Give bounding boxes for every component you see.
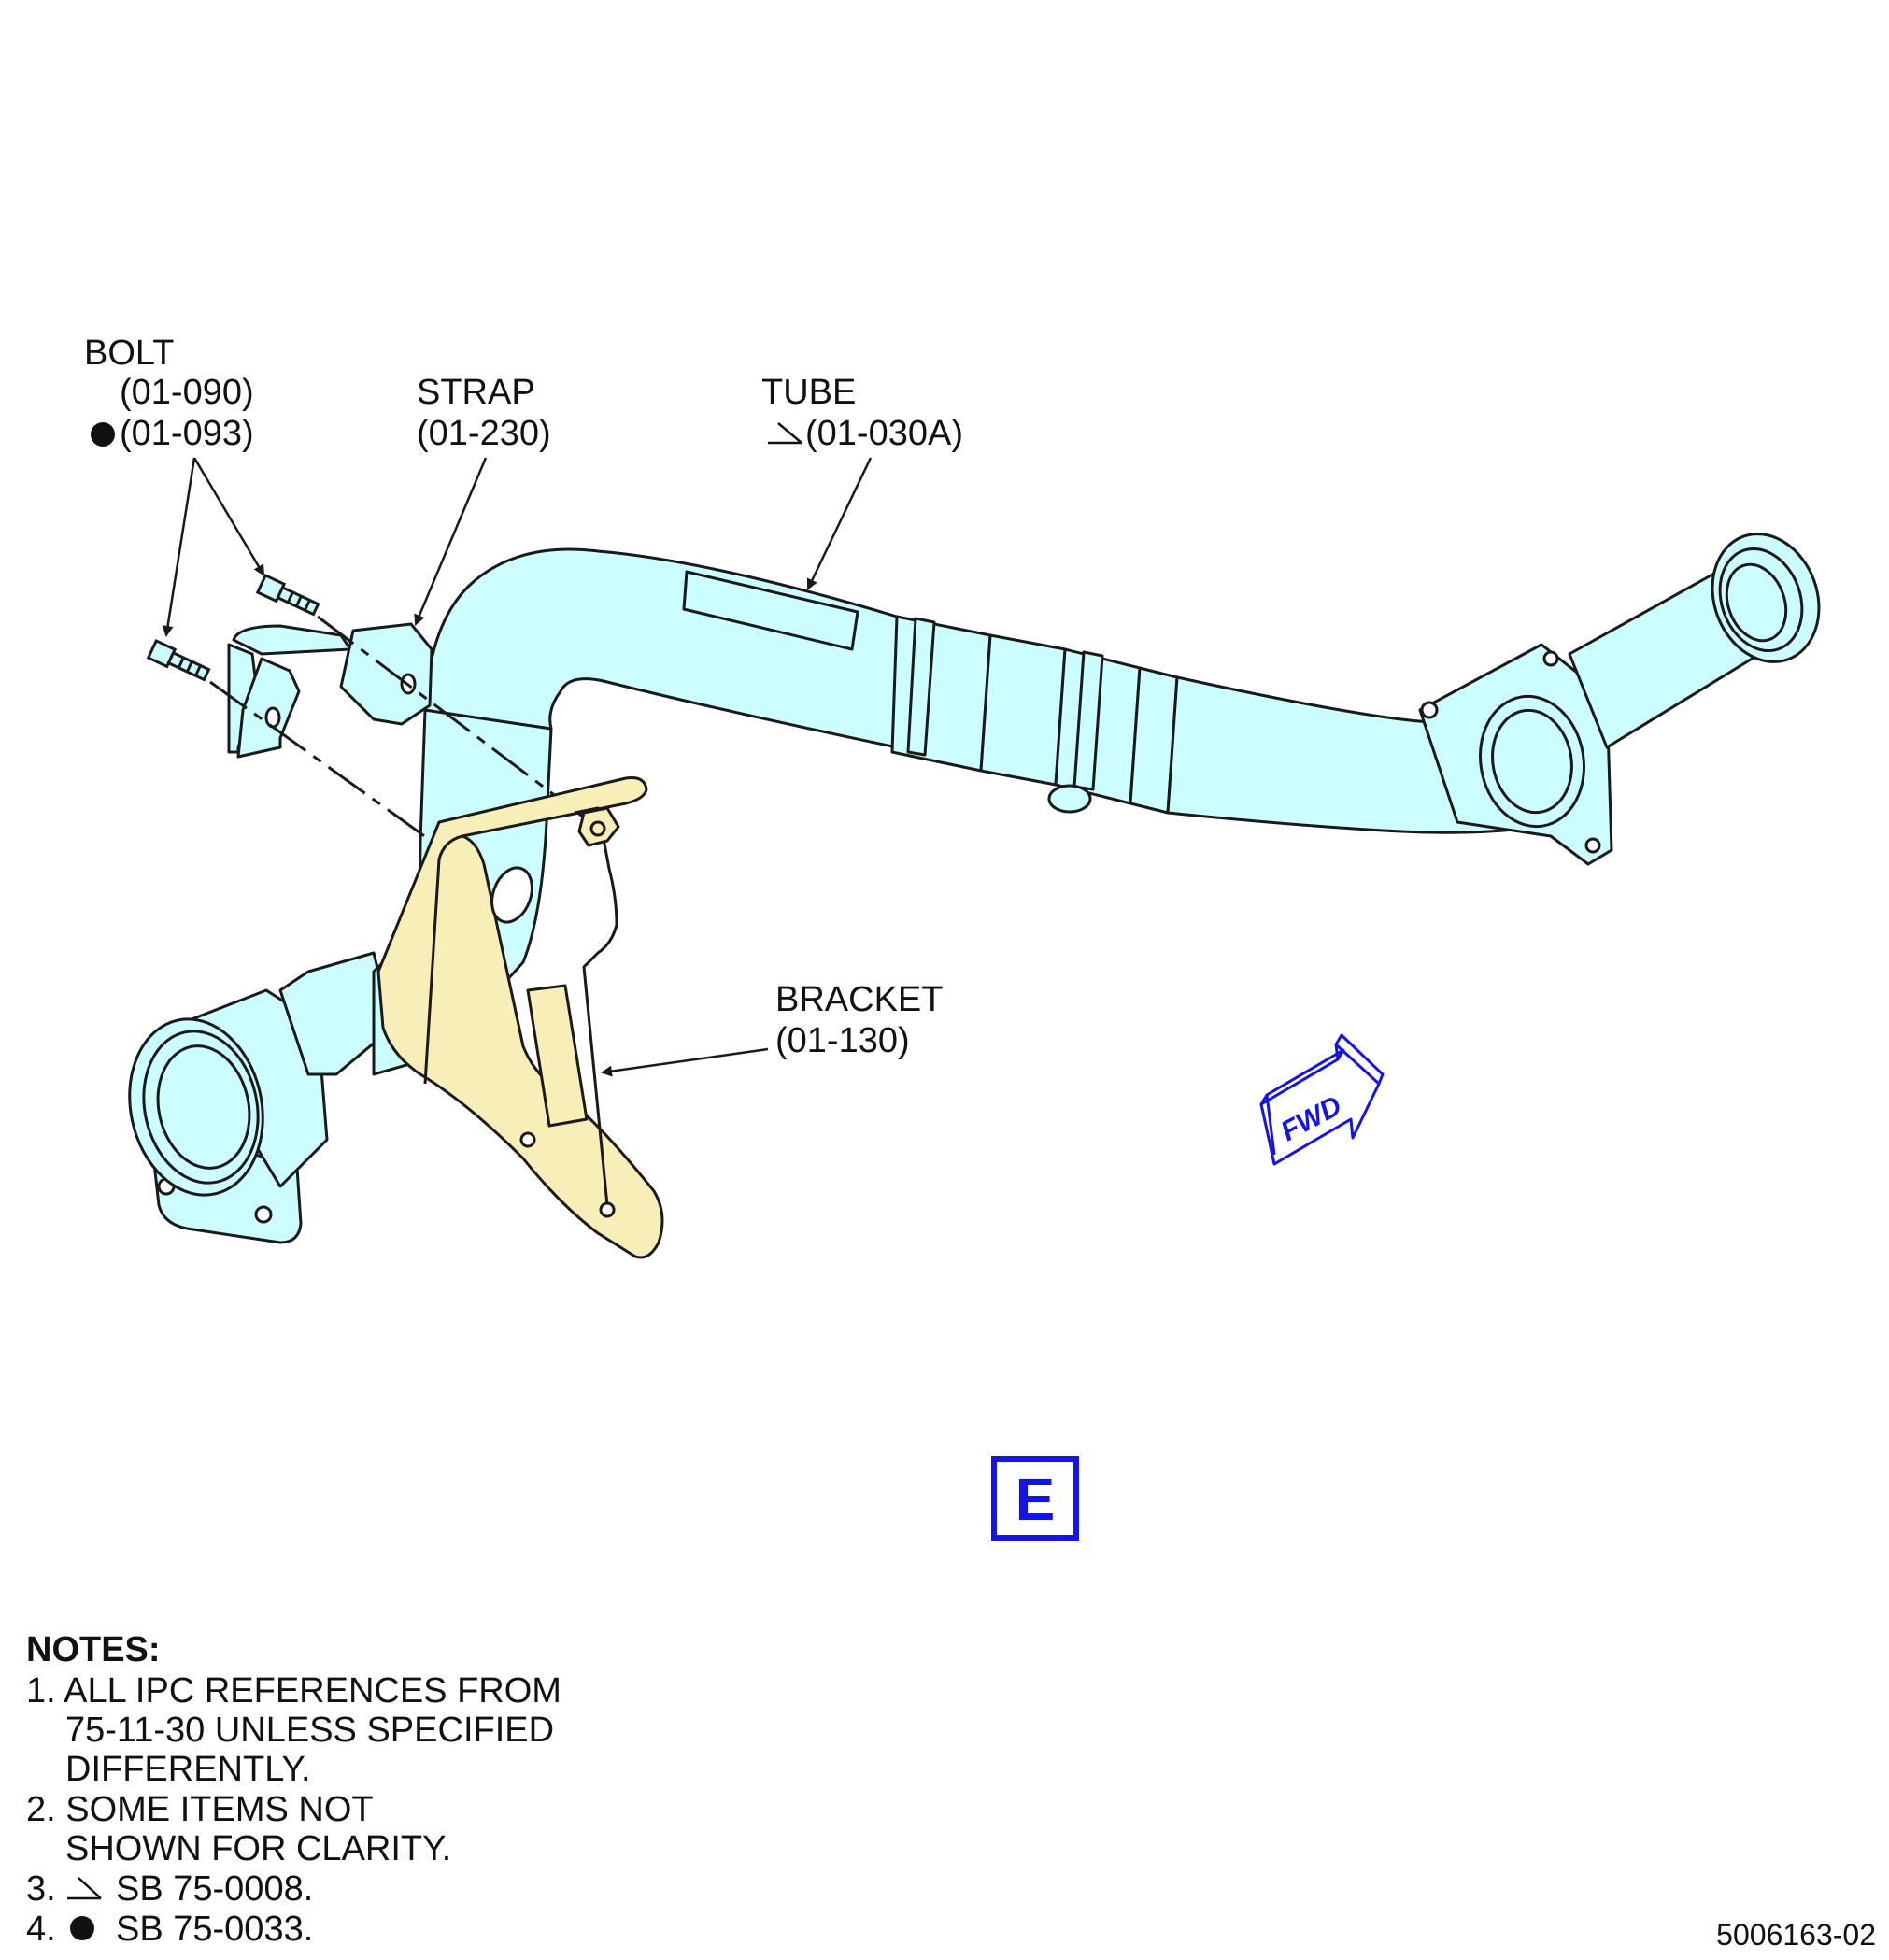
bracket-label: BRACKET xyxy=(775,980,943,1019)
leader-lines xyxy=(162,457,873,1077)
tube-couplings xyxy=(890,615,1179,815)
note-line: DIFFERENTLY. xyxy=(65,1750,311,1789)
fwd-arrow-icon: FWD xyxy=(1259,1033,1385,1166)
filled-circle-icon xyxy=(91,422,115,447)
bolt-ref-2: (01-093) xyxy=(120,414,254,453)
strap xyxy=(227,622,433,759)
bolt-upper-icon xyxy=(255,573,320,617)
callout-bolt: BOLT (01-090) (01-093) xyxy=(84,334,254,453)
sheet-letter-box: E xyxy=(991,1456,1079,1541)
strap-leader xyxy=(414,457,488,626)
tube-ref: (01-030A) xyxy=(805,414,963,453)
note-line: 1. ALL IPC REFERENCES FROM xyxy=(26,1671,561,1711)
tube-leader xyxy=(806,457,873,590)
bracket-nut-icon xyxy=(577,806,620,847)
notes-title: NOTES: xyxy=(26,1630,161,1669)
bolt-label: BOLT xyxy=(84,334,174,373)
note-line: 3. xyxy=(26,1869,56,1909)
tube-label: TUBE xyxy=(761,373,856,412)
triangle-flag-icon xyxy=(67,1877,102,1900)
callout-strap: STRAP (01-230) xyxy=(417,373,551,453)
bolt-leader-upper xyxy=(192,457,265,576)
callout-bracket: BRACKET (01-130) xyxy=(775,980,943,1060)
upper-right-tube-end xyxy=(1568,533,1821,749)
bolt-ref-1: (01-090) xyxy=(120,373,254,412)
bolt-lower-icon xyxy=(146,638,211,682)
bracket-label-plate xyxy=(526,984,589,1128)
note-line: 75-11-30 UNLESS SPECIFIED xyxy=(65,1711,554,1750)
tube-main xyxy=(423,547,899,749)
tube-label-plate xyxy=(682,570,859,651)
bracket-leader xyxy=(601,1047,769,1077)
filled-circle-icon xyxy=(70,1916,94,1940)
figure-id: 5006163-02 xyxy=(1716,1918,1876,1952)
bracket-ref: (01-130) xyxy=(775,1021,910,1060)
note-line: SB 75-0008. xyxy=(116,1869,313,1909)
note-line: SB 75-0033. xyxy=(116,1910,313,1949)
note-line: SHOWN FOR CLARITY. xyxy=(65,1829,451,1868)
strap-label: STRAP xyxy=(417,373,535,412)
notes-block: NOTES: 1. ALL IPC REFERENCES FROM 75-11-… xyxy=(26,1630,561,1949)
note-line: 4. xyxy=(26,1910,56,1949)
note-line: 2. SOME ITEMS NOT xyxy=(26,1790,374,1829)
strap-ref: (01-230) xyxy=(417,414,551,453)
triangle-flag-icon xyxy=(768,422,802,445)
bracket xyxy=(376,776,664,1259)
bolt-leader-lower xyxy=(162,457,196,637)
mid-right-flange xyxy=(1418,643,1613,866)
sheet-letter: E xyxy=(1016,1466,1056,1533)
callout-tube: TUBE (01-030A) xyxy=(761,373,963,453)
lower-flange xyxy=(128,951,394,1244)
bolts xyxy=(146,573,320,682)
